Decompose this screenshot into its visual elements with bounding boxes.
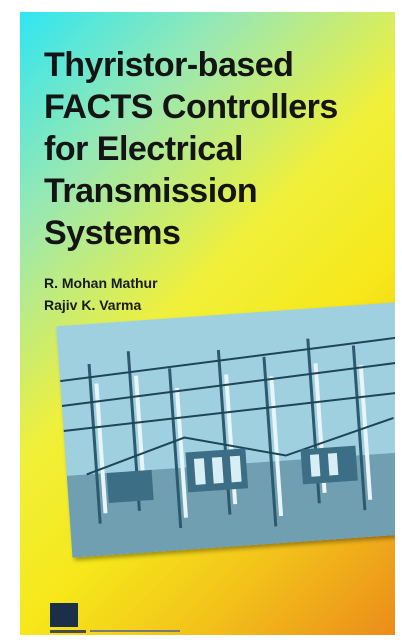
title-line-3: for Electrical [44,130,243,168]
author-1: R. Mohan Mathur [44,275,158,291]
title-line-2: FACTS Controllers [44,88,338,126]
author-2: Rajiv K. Varma [44,297,142,313]
substation-photo [56,302,395,558]
title-line-4: Transmission [44,172,258,210]
title-line-5: Systems [44,214,181,252]
book-title: Thyristor-based FACTS Controllers for El… [44,44,389,254]
title-line-1: Thyristor-based [44,46,294,84]
publisher-logo-icon [50,603,78,627]
book-cover: Thyristor-based FACTS Controllers for El… [20,12,395,635]
publisher-mark [50,630,86,633]
series-line [90,630,180,632]
substation-illustration [56,302,395,558]
authors: R. Mohan Mathur Rajiv K. Varma [44,272,158,316]
